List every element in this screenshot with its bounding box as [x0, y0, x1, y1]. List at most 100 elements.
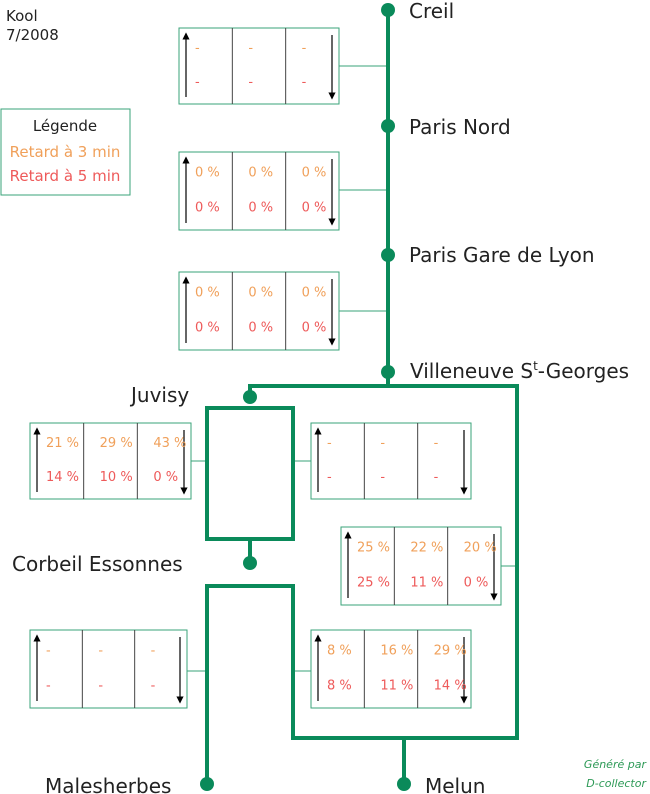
- retard-5min-value: 14 %: [434, 679, 467, 694]
- retard-5min-value: 0 %: [302, 201, 327, 216]
- station-dot-malesherbes: [200, 777, 214, 791]
- retard-3min-value: -: [434, 436, 439, 451]
- delay-box-frame: [340, 526, 502, 606]
- retard-5min-value: 0 %: [195, 321, 220, 336]
- railway-line: [205, 10, 519, 784]
- retard-5min-value: 8 %: [327, 679, 352, 694]
- retard-5min-value: 11 %: [410, 576, 443, 591]
- header-date: 7/2008: [6, 26, 59, 44]
- credit-d-collector: D-collector: [586, 777, 647, 790]
- retard-3min-value: -: [98, 644, 103, 659]
- station-label-corbeil: Corbeil Essonnes: [12, 552, 183, 576]
- delay-box-juvisy-corbeil-east: - - - - - -: [310, 422, 472, 500]
- villeneuve-suffix: -Georges: [538, 359, 629, 383]
- retard-5min-value: 25 %: [357, 576, 390, 591]
- station-label-paris-nord: Paris Nord: [409, 115, 511, 139]
- station-dot-juvisy: [243, 390, 257, 404]
- delay-box-frame: [29, 422, 192, 500]
- retard-5min-value: 10 %: [100, 470, 133, 485]
- station-label-creil: Creil: [409, 0, 454, 23]
- retard-3min-value: 0 %: [248, 286, 273, 301]
- villeneuve-prefix: Villeneuve S: [410, 359, 533, 383]
- legend-box: [0, 108, 131, 196]
- retard-3min-value: 20 %: [464, 541, 497, 556]
- retard-3min-value: -: [46, 644, 51, 659]
- retard-3min-value: 0 %: [195, 286, 220, 301]
- station-label-melun: Melun: [425, 774, 485, 794]
- delay-box-frame: [178, 271, 340, 351]
- retard-3min-value: 0 %: [248, 166, 273, 181]
- retard-5min-value: -: [248, 75, 253, 90]
- delay-box-paris-nord-gare-de-lyon: 0 % 0 % 0 % 0 % 0 % 0 %: [178, 151, 340, 231]
- station-dot-paris-gare-de-lyon: [381, 248, 395, 262]
- retard-5min-value: -: [195, 75, 200, 90]
- station-dot-melun: [397, 777, 411, 791]
- retard-3min-value: -: [195, 41, 200, 56]
- retard-5min-value: 0 %: [195, 201, 220, 216]
- delay-box-villeneuve-melun: 25 % 25 % 22 % 11 % 20 % 0 %: [340, 526, 502, 606]
- delay-box-corbeil-melun: 8 % 8 % 16 % 11 % 29 % 14 %: [310, 629, 472, 709]
- retard-5min-value: -: [151, 679, 156, 694]
- station-dot-corbeil: [243, 556, 257, 570]
- delay-box-frame: [29, 629, 188, 709]
- legend-retard-3min: Retard à 3 min: [10, 143, 121, 161]
- retard-3min-value: 43 %: [153, 436, 186, 451]
- station-dot-creil: [381, 3, 395, 17]
- delay-box-juvisy-corbeil-west: 21 % 14 % 29 % 10 % 43 % 0 %: [29, 422, 192, 500]
- header-title: Kool: [6, 7, 38, 25]
- retard-3min-value: 29 %: [434, 644, 467, 659]
- retard-5min-value: 0 %: [248, 321, 273, 336]
- retard-3min-value: 0 %: [302, 166, 327, 181]
- retard-5min-value: 11 %: [380, 679, 413, 694]
- legend-retard-5min: Retard à 5 min: [10, 167, 121, 185]
- retard-5min-value: -: [46, 679, 51, 694]
- retard-3min-value: 16 %: [380, 644, 413, 659]
- delay-box-corbeil-malesherbes: - - - - - -: [29, 629, 188, 709]
- retard-3min-value: -: [380, 436, 385, 451]
- retard-5min-value: 0 %: [153, 470, 178, 485]
- retard-5min-value: -: [98, 679, 103, 694]
- station-label-villeneuve: Villeneuve St-Georges: [410, 359, 629, 383]
- track-juvisy-corbeil-loop: [205, 406, 295, 541]
- legend-title: Légende: [33, 117, 97, 135]
- retard-3min-value: 0 %: [302, 286, 327, 301]
- station-dot-villeneuve: [381, 365, 395, 379]
- retard-3min-value: 25 %: [357, 541, 390, 556]
- station-label-malesherbes: Malesherbes: [45, 774, 171, 794]
- credit-generated-by: Généré par: [584, 758, 648, 771]
- retard-5min-value: 0 %: [248, 201, 273, 216]
- retard-5min-value: 14 %: [46, 470, 79, 485]
- delay-boxes: ------0 %0 %0 %0 %0 %0 %0 %0 %0 %0 %0 %0…: [29, 27, 502, 709]
- delay-box-creil-paris-nord: - - - - - -: [178, 27, 340, 105]
- station-dots: [200, 3, 411, 791]
- retard-5min-value: -: [434, 470, 439, 485]
- delay-box-frame: [178, 27, 340, 105]
- legend: Légende Retard à 3 min Retard à 5 min: [0, 108, 131, 196]
- track-corbeil-south: [205, 584, 404, 784]
- retard-3min-value: 0 %: [195, 166, 220, 181]
- retard-5min-value: -: [380, 470, 385, 485]
- track-villeneuve-melun: [248, 384, 519, 784]
- delay-box-frame: [310, 422, 472, 500]
- station-label-paris-gare-de-lyon: Paris Gare de Lyon: [409, 243, 595, 267]
- retard-3min-value: -: [302, 41, 307, 56]
- station-dot-paris-nord: [381, 119, 395, 133]
- box-connectors: [186, 65, 517, 672]
- retard-3min-value: -: [248, 41, 253, 56]
- retard-3min-value: -: [327, 436, 332, 451]
- delay-box-frame: [310, 629, 472, 709]
- delay-box-gare-de-lyon-villeneuve: 0 % 0 % 0 % 0 % 0 % 0 %: [178, 271, 340, 351]
- delay-box-frame: [178, 151, 340, 231]
- retard-3min-value: 8 %: [327, 644, 352, 659]
- retard-5min-value: -: [302, 75, 307, 90]
- station-label-juvisy: Juvisy: [129, 383, 189, 407]
- retard-3min-value: 29 %: [100, 436, 133, 451]
- retard-3min-value: 22 %: [410, 541, 443, 556]
- retard-5min-value: 0 %: [464, 576, 489, 591]
- villeneuve-superscript: t: [533, 359, 538, 373]
- retard-5min-value: -: [327, 470, 332, 485]
- retard-5min-value: 0 %: [302, 321, 327, 336]
- retard-3min-value: -: [151, 644, 156, 659]
- retard-3min-value: 21 %: [46, 436, 79, 451]
